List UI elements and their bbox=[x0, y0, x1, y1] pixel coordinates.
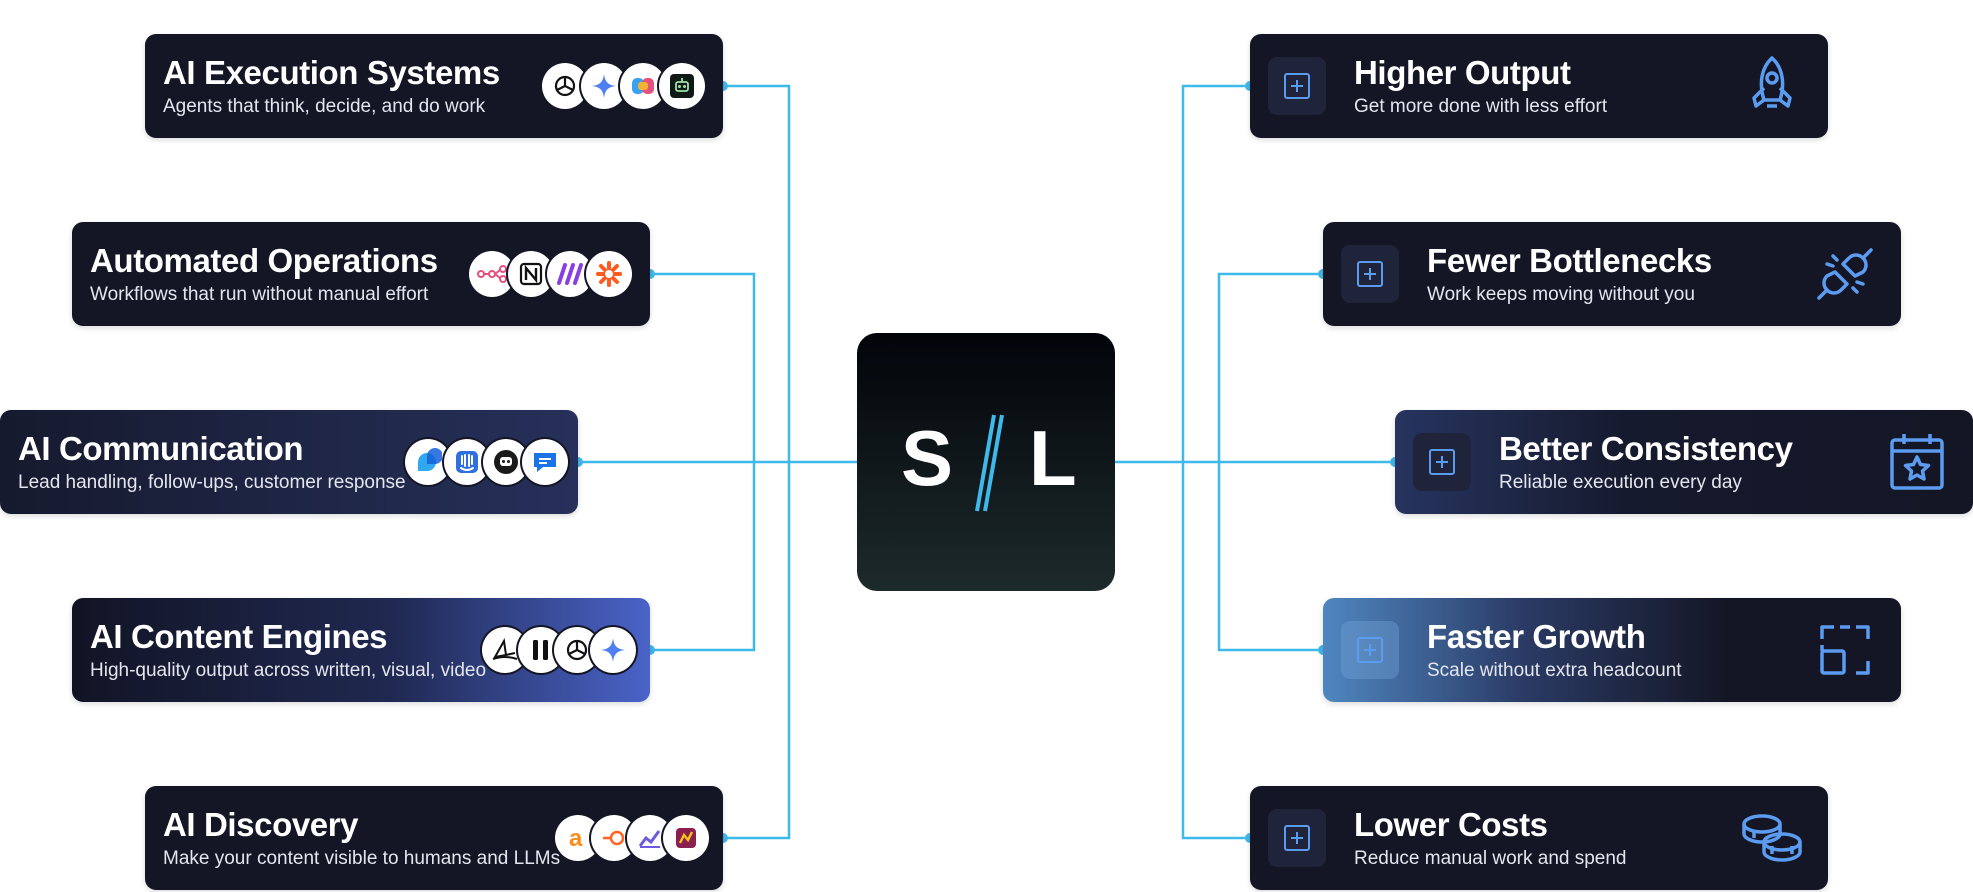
card-title: Lower Costs bbox=[1354, 806, 1548, 843]
expand-icon bbox=[1811, 616, 1879, 684]
card-subtitle: Get more done with less effort bbox=[1354, 96, 1608, 117]
n8n-icon bbox=[469, 251, 515, 297]
robot-icon bbox=[659, 63, 705, 109]
card-title: Fewer Bottlenecks bbox=[1427, 242, 1712, 279]
card-title: AI Discovery bbox=[163, 806, 359, 843]
rocket-icon bbox=[1738, 52, 1806, 120]
card-subtitle: Lead handling, follow-ups, customer resp… bbox=[18, 472, 406, 493]
svg-text:a: a bbox=[569, 825, 583, 852]
card-subtitle: Reliable execution every day bbox=[1499, 472, 1742, 493]
card-subtitle: Scale without extra headcount bbox=[1427, 660, 1682, 681]
card-title: Automated Operations bbox=[90, 242, 438, 279]
chatbot-icon bbox=[483, 439, 529, 485]
notion-icon bbox=[508, 251, 554, 297]
gemini-icon bbox=[581, 63, 627, 109]
capability-card-ai-discovery[interactable]: AI Discovery Make your content visible t… bbox=[145, 786, 723, 890]
card-subtitle: High-quality output across written, visu… bbox=[90, 660, 487, 681]
card-subtitle: Work keeps moving without you bbox=[1427, 284, 1695, 305]
card-title: Higher Output bbox=[1354, 54, 1571, 91]
hub-letter-l: L bbox=[1029, 414, 1077, 502]
capability-card-automated-operations[interactable]: Automated Operations Workflows that run … bbox=[72, 222, 650, 326]
outcome-card-fewer-bottlenecks[interactable]: Fewer Bottlenecks Work keeps moving with… bbox=[1323, 222, 1901, 326]
card-title: Faster Growth bbox=[1427, 618, 1646, 655]
plus-icon[interactable] bbox=[1268, 57, 1326, 115]
gemini-icon bbox=[590, 627, 636, 673]
slash-mark bbox=[975, 414, 1004, 512]
zapier-icon bbox=[586, 251, 632, 297]
plus-icon[interactable] bbox=[1341, 621, 1399, 679]
card-subtitle: Reduce manual work and spend bbox=[1354, 848, 1627, 869]
outcome-card-higher-output[interactable]: Higher Output Get more done with less ef… bbox=[1250, 34, 1828, 138]
card-title: AI Content Engines bbox=[90, 618, 388, 655]
capability-card-ai-communication[interactable]: AI Communication Lead handling, follow-u… bbox=[0, 410, 578, 514]
capability-card-ai-content-engines[interactable]: AI Content Engines High-quality output a… bbox=[72, 598, 650, 702]
hub-logo: S L bbox=[857, 333, 1115, 591]
card-subtitle: Agents that think, decide, and do work bbox=[163, 96, 486, 117]
card-title: AI Communication bbox=[18, 430, 304, 467]
hub-letter-s: S bbox=[901, 414, 954, 502]
outcome-card-lower-costs[interactable]: Lower Costs Reduce manual work and spend bbox=[1250, 786, 1828, 890]
calendar-star-icon bbox=[1883, 428, 1951, 496]
make-icon bbox=[547, 251, 593, 297]
rank-math-icon bbox=[663, 815, 709, 861]
copilot-icon bbox=[620, 63, 666, 109]
plus-icon[interactable] bbox=[1268, 809, 1326, 867]
chat-bubbles-icon bbox=[405, 439, 451, 485]
card-title: Better Consistency bbox=[1499, 430, 1793, 467]
card-subtitle: Workflows that run without manual effort bbox=[90, 284, 429, 305]
intercom-icon bbox=[444, 439, 490, 485]
card-title: AI Execution Systems bbox=[163, 54, 500, 91]
coins-icon bbox=[1738, 804, 1806, 872]
unplug-icon bbox=[1811, 240, 1879, 308]
plus-icon[interactable] bbox=[1413, 433, 1471, 491]
message-icon bbox=[522, 439, 568, 485]
outcome-card-faster-growth[interactable]: Faster Growth Scale without extra headco… bbox=[1323, 598, 1901, 702]
capability-card-ai-execution-systems[interactable]: AI Execution Systems Agents that think, … bbox=[145, 34, 723, 138]
chatgpt-icon bbox=[542, 63, 588, 109]
outcome-card-better-consistency[interactable]: Better Consistency Reliable execution ev… bbox=[1395, 410, 1973, 514]
plus-icon[interactable] bbox=[1341, 245, 1399, 303]
card-subtitle: Make your content visible to humans and … bbox=[163, 848, 561, 869]
